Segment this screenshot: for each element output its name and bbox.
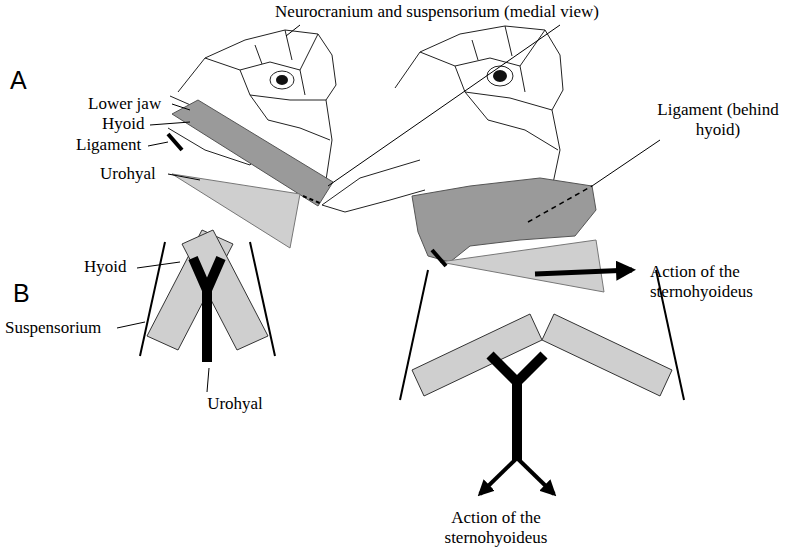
action-label: Action of the sternohyoideus xyxy=(434,508,559,548)
urohyal-y xyxy=(193,258,221,290)
urohyal-shape xyxy=(172,174,300,248)
urohyal-y xyxy=(490,355,544,382)
urohyal-y xyxy=(512,380,522,460)
force-arrow xyxy=(535,270,632,274)
part-label: Suspensorium xyxy=(5,318,101,338)
ligament-dashed xyxy=(528,186,592,222)
suspensorium-line xyxy=(140,242,165,356)
part-label: Ligament xyxy=(76,135,141,155)
part-label: Hyoid xyxy=(102,114,145,134)
figure-title-label: Neurocranium and suspensorium (medial vi… xyxy=(275,2,599,22)
eye-spot xyxy=(276,75,288,85)
eye-spot xyxy=(493,70,507,82)
force-arrow xyxy=(480,458,517,494)
panel-letter: A xyxy=(10,66,27,94)
force-arrow xyxy=(517,458,554,494)
part-label: Urohyal xyxy=(100,164,156,184)
part-label: Hyoid xyxy=(84,257,127,277)
urohyal-shape xyxy=(440,240,604,292)
suspensorium-line xyxy=(250,242,275,356)
leader-lines xyxy=(148,25,560,186)
hyoid-bar xyxy=(542,314,672,396)
lower-jaw xyxy=(322,160,425,212)
urohyal-y xyxy=(202,288,212,362)
ligament-dashed xyxy=(303,196,322,204)
leader-line xyxy=(117,322,145,328)
part-label: Ligament (behind hyoid) xyxy=(656,100,781,140)
hyoid-bar xyxy=(182,230,268,350)
leader-line xyxy=(137,262,180,268)
ligament xyxy=(432,250,446,266)
leader-line xyxy=(592,140,660,186)
part-label: Lower jaw xyxy=(88,94,161,114)
leader-line xyxy=(207,368,209,392)
action-label: Action of the sternohyoideus xyxy=(650,262,790,302)
ligament xyxy=(168,134,182,150)
hyoid-bar xyxy=(412,314,542,396)
suspensorium-line xyxy=(400,270,428,400)
panel-letter: B xyxy=(13,279,30,307)
part-label: Urohyal xyxy=(207,394,263,414)
